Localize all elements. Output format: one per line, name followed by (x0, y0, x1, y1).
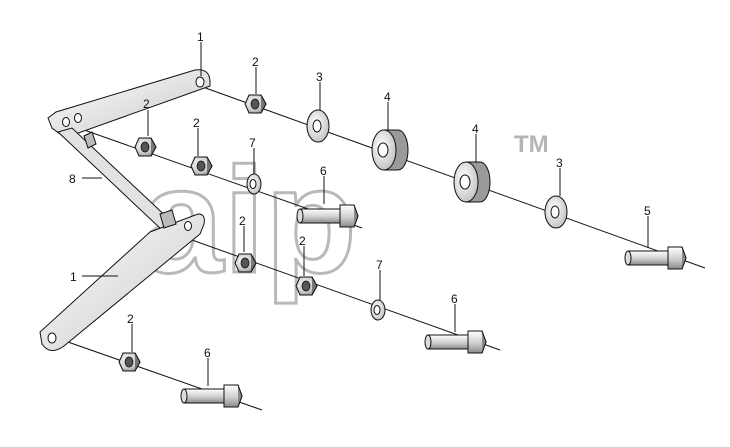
callout-4-spacer: 4 (472, 122, 479, 136)
callout-3-washer: 3 (316, 70, 323, 84)
washer-second (246, 173, 262, 195)
callout-2-nut: 2 (239, 214, 246, 228)
nut-third-2 (295, 276, 318, 296)
diagonal-link (57, 127, 173, 231)
washer-upper-1 (306, 109, 330, 143)
callout-2-nut: 2 (193, 116, 200, 130)
callout-7-washer: 7 (376, 258, 383, 272)
lower-bracket-bar (39, 209, 205, 351)
callout-4-spacer: 4 (384, 90, 391, 104)
spacer-upper-2 (453, 161, 491, 203)
bottom-axis-hardware (118, 352, 243, 408)
washer-upper-2 (544, 195, 568, 229)
spacer-upper-1 (371, 129, 409, 171)
callout-1-lower-bar: 1 (70, 270, 77, 284)
callout-8-link: 8 (69, 172, 76, 186)
callout-5-bolt: 5 (644, 204, 651, 218)
upper-bracket-bar (47, 69, 211, 137)
bolt-bottom (180, 384, 243, 408)
callout-6-bolt: 6 (451, 292, 458, 306)
callout-1-upper-bar: 1 (197, 30, 204, 44)
leader-lines (82, 42, 649, 386)
callout-7-washer: 7 (249, 136, 256, 150)
washer-third (370, 299, 386, 321)
nut-bottom (118, 352, 141, 372)
callout-3-washer: 3 (556, 156, 563, 170)
callout-2-nut: 2 (143, 97, 150, 111)
nut-second-1 (134, 137, 157, 157)
callout-labels: 1 1 2 2 2 2 2 2 3 3 4 4 5 6 6 6 7 7 8 (69, 30, 651, 360)
callout-2-nut: 2 (127, 312, 134, 326)
callout-6-bolt: 6 (320, 164, 327, 178)
callout-2-nut: 2 (252, 55, 259, 69)
nut-second-2 (190, 156, 213, 176)
callout-6-bolt: 6 (204, 346, 211, 360)
callout-2-nut: 2 (299, 234, 306, 248)
nut-upper-1 (244, 94, 267, 114)
watermark-trademark: TM (514, 131, 549, 158)
nut-third-1 (234, 253, 257, 273)
